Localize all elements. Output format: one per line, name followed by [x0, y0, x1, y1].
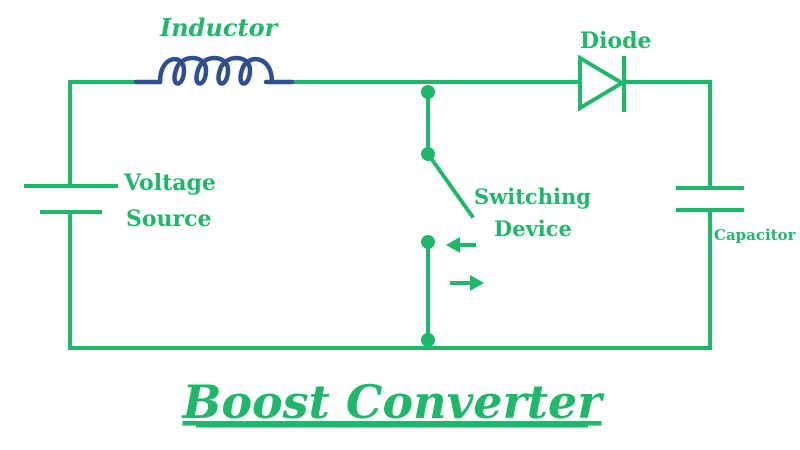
- diode-label: Diode: [580, 28, 652, 54]
- capacitor-label: Capacitor: [714, 226, 797, 244]
- switch-contact-lower: [421, 235, 435, 249]
- inductor-coil: [157, 55, 275, 86]
- wire-bottom: [68, 210, 712, 350]
- switch-node-top: [421, 85, 435, 99]
- voltage-source-label-line1: Voltage: [123, 170, 216, 196]
- diode-symbol: [578, 54, 626, 112]
- inductor-label: Inductor: [159, 13, 280, 42]
- switching-device-label-line2: Device: [494, 216, 572, 241]
- capacitor-symbol: [676, 186, 744, 212]
- diagram-title: Boost Converter: [180, 375, 605, 429]
- switch-node-bottom: [421, 333, 435, 347]
- arrow-right-icon: [450, 275, 484, 291]
- switch-blade: [425, 151, 475, 219]
- switching-device-symbol: [421, 85, 484, 347]
- switching-device-label-line1: Switching: [474, 184, 591, 209]
- voltage-source-symbol: [24, 184, 118, 214]
- voltage-source-label-line2: Source: [126, 206, 212, 232]
- wire-top-right: [622, 80, 712, 188]
- diode-triangle: [578, 54, 626, 112]
- arrow-left-icon: [446, 237, 476, 253]
- switch-node-pivot: [421, 147, 435, 161]
- wire-top-left: [68, 80, 138, 188]
- circuit-wires: [68, 80, 712, 350]
- inductor-symbol: [133, 55, 295, 86]
